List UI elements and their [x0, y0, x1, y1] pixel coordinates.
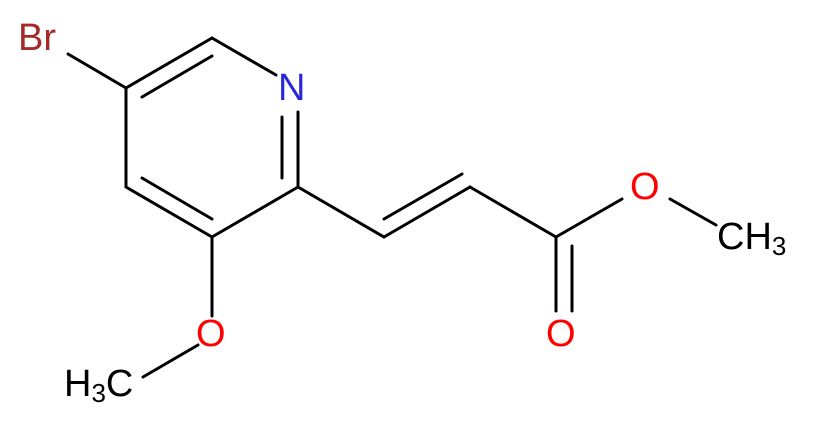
bond-c3-c4 [124, 185, 214, 239]
bond-c2-c3 [210, 185, 300, 239]
atom-br: Br [18, 17, 56, 59]
bond-c3-c4-inner [140, 176, 214, 221]
ch3-left-h: H [64, 363, 91, 405]
bond-ca-cb [382, 185, 472, 239]
atom-n: N [278, 67, 305, 109]
bond-c2-ca [296, 185, 386, 239]
ch3-right-ch: CH [717, 216, 772, 258]
atom-o-ester: O [630, 166, 660, 208]
bond-c5-c6 [124, 36, 214, 90]
bond-c6-n [210, 36, 278, 77]
ch3-left-subscript: 3 [91, 378, 105, 408]
bond-c5-br [66, 52, 128, 90]
ch3-left-c: C [106, 363, 133, 405]
bond-o-ch3-left [141, 343, 200, 379]
bond-cb-cc [468, 185, 558, 239]
bond-cc-o-ester [554, 197, 624, 239]
atom-ch3-right: CH3 [717, 216, 786, 261]
bond-ca-cb-inner [382, 172, 464, 221]
atom-o-carbonyl: O [546, 313, 576, 355]
atom-o-methoxy: O [196, 313, 226, 355]
atom-ch3-left: H3C [64, 363, 133, 408]
ch3-right-subscript: 3 [772, 231, 786, 261]
bond-o-ester-ch3 [668, 197, 718, 227]
pyridine-ring [124, 36, 300, 239]
bond-c5-c6-inner [140, 54, 214, 99]
